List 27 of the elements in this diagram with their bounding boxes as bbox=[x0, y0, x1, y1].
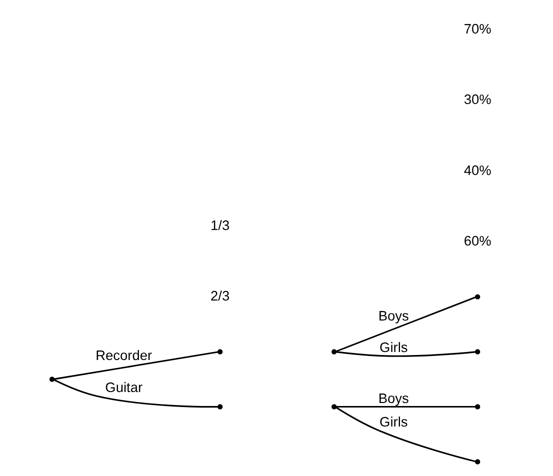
label: 70% bbox=[463, 21, 491, 36]
edge-label: Boys bbox=[378, 391, 408, 406]
label: 1/3 bbox=[210, 218, 230, 233]
label: 40% bbox=[463, 162, 491, 178]
connector bbox=[336, 351, 475, 357]
node-point bbox=[216, 404, 222, 410]
label: 30% bbox=[463, 92, 491, 108]
edge-label: Girls bbox=[379, 414, 408, 430]
edge-label: Guitar bbox=[104, 380, 142, 396]
connector bbox=[53, 379, 218, 408]
label: 2/3 bbox=[210, 288, 230, 304]
connector bbox=[336, 406, 475, 408]
connector bbox=[335, 406, 475, 462]
node-point bbox=[330, 349, 336, 354]
edge-label: Recorder bbox=[95, 348, 152, 363]
node-point bbox=[474, 294, 480, 300]
node-point bbox=[48, 376, 54, 382]
connector bbox=[336, 296, 475, 352]
node-point bbox=[474, 459, 480, 464]
connector bbox=[54, 351, 218, 380]
label: 60% bbox=[463, 233, 491, 248]
edge-label: Girls bbox=[379, 340, 408, 355]
node-point bbox=[474, 349, 480, 354]
node-point bbox=[330, 404, 336, 410]
edge-label: Boys bbox=[378, 308, 408, 324]
node-point bbox=[216, 349, 222, 354]
node-point bbox=[474, 404, 480, 410]
